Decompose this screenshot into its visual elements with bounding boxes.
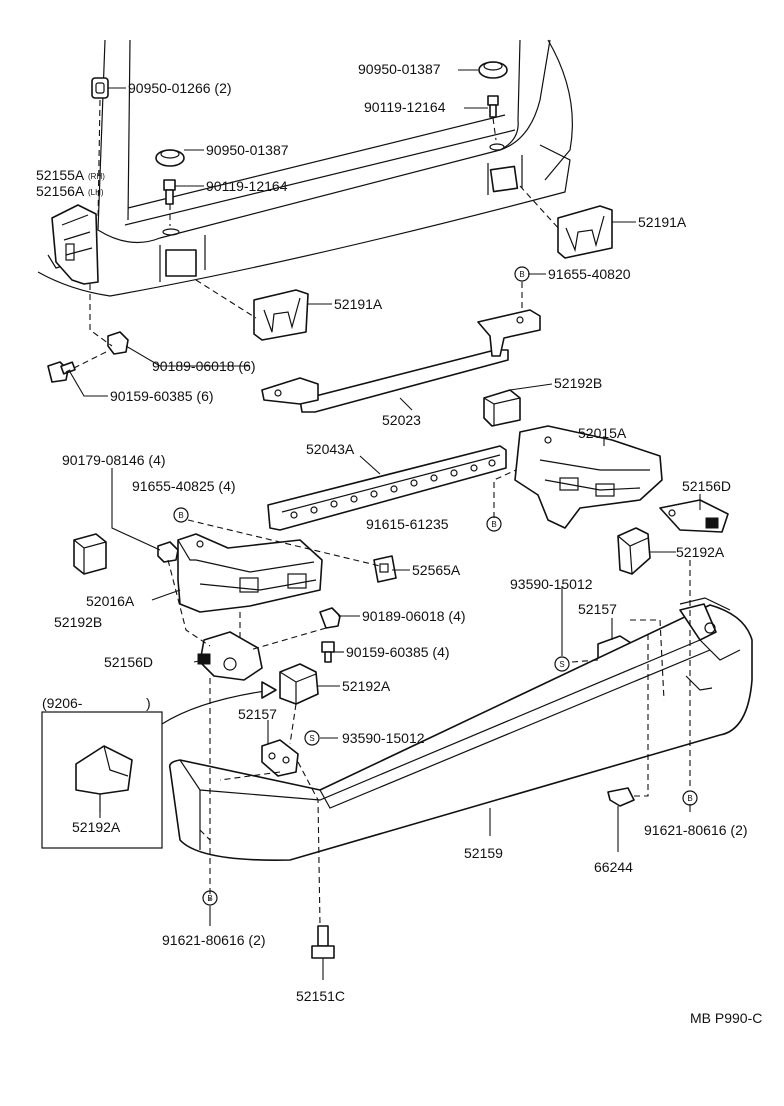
- svg-text:S: S: [559, 660, 564, 669]
- label-52015a: 52015A: [578, 425, 627, 441]
- label-66244: 66244: [594, 859, 633, 875]
- nut-90179-08146-icon: [157, 541, 179, 563]
- nut-90189-06018-mid-icon: [319, 607, 341, 629]
- label-inset-close: ): [146, 695, 151, 711]
- label-90189-06018-6: 90189-06018 (6): [152, 358, 256, 374]
- label-inset-date: (9206-: [42, 695, 83, 711]
- bracket-52156d-right-icon: [659, 499, 729, 533]
- label-52191a-left: 52191A: [334, 296, 383, 312]
- bolt-90159-60385-mid-icon: [321, 641, 335, 663]
- label-52157-right: 52157: [578, 601, 617, 617]
- marker-b-3: B: [486, 516, 502, 532]
- label-90950-01387-top: 90950-01387: [358, 61, 441, 77]
- label-90950-01387-left: 90950-01387: [206, 142, 289, 158]
- label-93590-15012-top: 93590-15012: [510, 576, 593, 592]
- bolt-90119-12164-left-icon: [163, 179, 176, 205]
- reinforcement-52015a-icon: [514, 425, 663, 529]
- leader-lines: [69, 69, 701, 980]
- bracket-52156d-left-icon: [197, 631, 263, 681]
- svg-text:B: B: [491, 520, 496, 529]
- label-52156a: 52156A: [36, 183, 85, 199]
- label-52191a-right: 52191A: [638, 214, 687, 230]
- label-52192a-right: 52192A: [676, 544, 725, 560]
- dashed-lines: [65, 99, 691, 927]
- label-52192a-mid: 52192A: [342, 678, 391, 694]
- label-52159: 52159: [464, 845, 503, 861]
- marker-s-1: S: [554, 656, 570, 672]
- grommet-90950-01387-left-icon: [155, 149, 185, 167]
- label-52156d-left: 52156D: [104, 654, 153, 670]
- label-52156d-right: 52156D: [682, 478, 731, 494]
- label-52157-left: 52157: [238, 706, 277, 722]
- label-52192a-inset: 52192A: [72, 819, 121, 835]
- svg-text:B: B: [519, 270, 524, 279]
- bracket-52191a-left-icon: [253, 289, 309, 341]
- cushion-52192a-right-icon: [617, 527, 651, 575]
- label-90189-06018-4: 90189-06018 (4): [362, 608, 466, 624]
- label-91655-40820: 91655-40820: [548, 266, 631, 282]
- part-labels: 90950-01266 (2) 90950-01387 90119-12164 …: [36, 61, 762, 1026]
- label-91615-61235: 91615-61235: [366, 516, 449, 532]
- marker-b-1: B: [514, 266, 530, 282]
- cushion-52192a-mid-icon: [279, 663, 319, 705]
- label-52151c: 52151C: [296, 988, 345, 1004]
- clip-52565a-icon: [373, 555, 397, 583]
- label-52192b-top: 52192B: [554, 375, 602, 391]
- label-90179-08146: 90179-08146 (4): [62, 452, 166, 468]
- label-52565a: 52565A: [412, 562, 461, 578]
- callout-arrow: [161, 681, 277, 725]
- marker-s-2: S: [304, 730, 320, 746]
- label-93590-15012-bottom: 93590-15012: [342, 730, 425, 746]
- label-90119-12164-left: 90119-12164: [206, 178, 288, 194]
- stay-52023-icon: [261, 309, 541, 413]
- bumper-cover-52159-icon: [168, 597, 753, 861]
- label-52043a: 52043A: [306, 441, 355, 457]
- cushion-52192b-top-icon: [483, 389, 521, 427]
- nut-90189-06018-icon: [107, 331, 129, 355]
- clip-90950-01266-icon: [91, 77, 109, 99]
- drawing-code: MB P990-C: [690, 1010, 762, 1026]
- reinforcement-52016a-icon: [177, 533, 323, 613]
- label-52192b-left: 52192B: [54, 614, 102, 630]
- clip-66244-icon: [607, 787, 635, 807]
- inset-box: [41, 711, 163, 849]
- svg-text:B: B: [207, 894, 212, 903]
- bolt-52151c-icon: [311, 925, 335, 959]
- side-bracket-52155a-icon: [51, 204, 99, 285]
- marker-b-5: B: [202, 890, 218, 906]
- svg-text:S: S: [309, 734, 314, 743]
- bolt-90119-12164-icon: [487, 95, 499, 118]
- label-52023: 52023: [382, 412, 421, 428]
- svg-text:B: B: [687, 794, 692, 803]
- label-91621-80616-right: 91621-80616 (2): [644, 822, 748, 838]
- grommet-90950-01387-icon: [478, 61, 508, 79]
- rail-52043a-icon: [267, 445, 507, 531]
- label-90950-01266: 90950-01266 (2): [128, 80, 232, 96]
- label-91621-80616-left: 91621-80616 (2): [162, 932, 266, 948]
- label-91655-40825: 91655-40825 (4): [132, 478, 236, 494]
- bracket-52191a-right-icon: [557, 205, 613, 259]
- label-52155a-rh: (RH): [88, 172, 105, 181]
- marker-b-2: B: [173, 507, 189, 523]
- body-panel: [37, 39, 573, 297]
- cushion-52192b-left-icon: [73, 533, 107, 575]
- label-90159-60385-4: 90159-60385 (4): [346, 644, 450, 660]
- label-52155a: 52155A: [36, 167, 85, 183]
- label-90119-12164-top: 90119-12164: [364, 99, 446, 115]
- marker-b-4: B: [682, 790, 698, 806]
- svg-text:B: B: [178, 511, 183, 520]
- label-52156a-lh: (LH): [88, 188, 104, 197]
- bracket-52157-left-icon: [261, 739, 299, 777]
- bolt-90159-60385-icon: [47, 361, 76, 383]
- label-90159-60385-6: 90159-60385 (6): [110, 388, 214, 404]
- label-52016a: 52016A: [86, 593, 135, 609]
